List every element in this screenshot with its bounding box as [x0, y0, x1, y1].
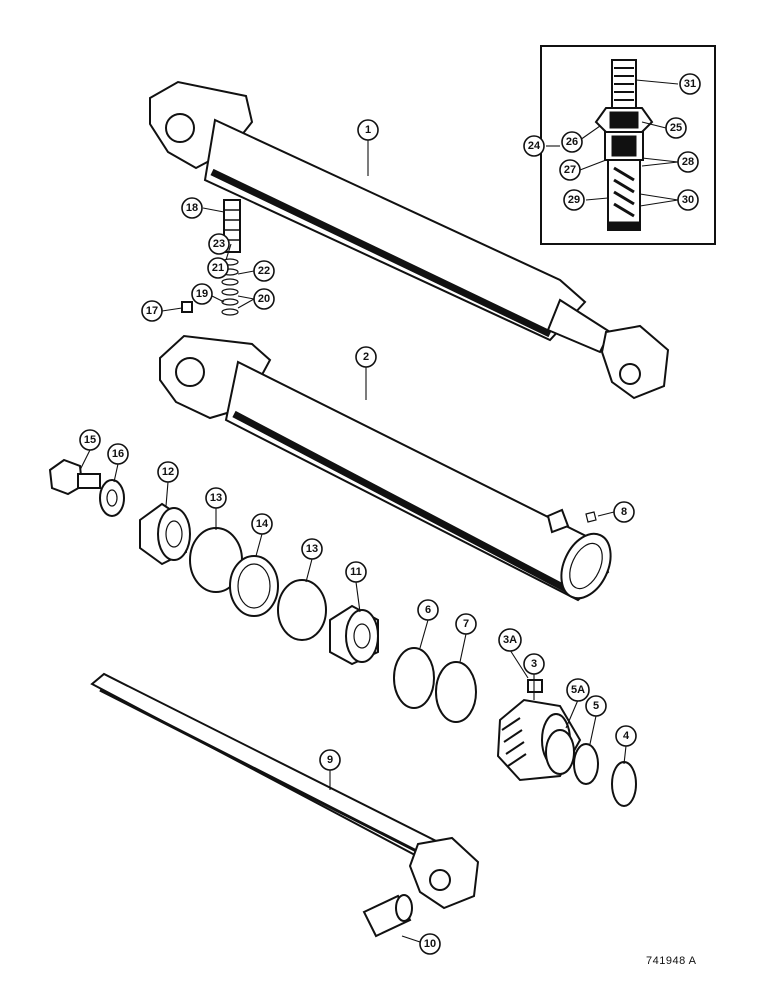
callout-31: 31 — [679, 73, 701, 95]
callout-label: 23 — [213, 238, 225, 250]
callout-22: 22 — [253, 260, 275, 282]
callout-label: 20 — [258, 293, 270, 305]
callout-label: 24 — [528, 140, 541, 152]
callout-20: 20 — [253, 288, 275, 310]
relief-valve-drawing — [594, 59, 654, 231]
callout-label: 5 — [593, 700, 599, 712]
callout-18: 18 — [181, 197, 203, 219]
callout-30: 30 — [677, 189, 699, 211]
cylinder-barrel-1 — [149, 80, 670, 400]
bushing — [362, 894, 413, 938]
callout-29: 29 — [563, 189, 585, 211]
callout-6: 6 — [417, 599, 439, 621]
callout-label: 4 — [623, 730, 630, 742]
callout-label: 8 — [621, 506, 627, 518]
callout-4: 4 — [615, 725, 637, 747]
callout-26: 26 — [561, 131, 583, 153]
callout-label: 18 — [186, 202, 198, 214]
piston-rod — [90, 672, 480, 910]
callout-label: 13 — [210, 492, 222, 504]
callout-28: 28 — [677, 151, 699, 173]
piston-and-seals — [139, 502, 379, 666]
callout-15: 15 — [79, 429, 101, 451]
callout-label: 15 — [84, 434, 96, 446]
callout-21: 21 — [207, 257, 229, 279]
callout-label: 10 — [424, 938, 436, 950]
callout-label: 26 — [566, 136, 578, 148]
bolt-and-washer — [48, 458, 125, 517]
callout-label: 28 — [682, 156, 694, 168]
callout-5: 5 — [585, 695, 607, 717]
callout-label: 19 — [196, 288, 208, 300]
leader-lines — [79, 79, 679, 943]
cylinder-barrel-2 — [159, 334, 612, 602]
callout-13-upper: 13 — [205, 487, 227, 509]
gland-assembly — [496, 679, 637, 807]
callout-9: 9 — [319, 749, 341, 771]
callout-label: 2 — [363, 351, 369, 363]
callout-12: 12 — [157, 461, 179, 483]
callout-5a: 5A — [566, 678, 590, 702]
figure-code: 741948 A — [646, 955, 697, 967]
callout-23: 23 — [208, 233, 230, 255]
callout-label: 22 — [258, 265, 270, 277]
callout-3a: 3A — [498, 628, 522, 652]
callout-2: 2 — [355, 346, 377, 368]
callout-8: 8 — [613, 501, 635, 523]
o-rings — [393, 647, 477, 723]
callout-label: 31 — [684, 78, 696, 90]
callout-13-lower: 13 — [301, 538, 323, 560]
grease-fitting — [585, 511, 597, 523]
callout-10: 10 — [419, 933, 441, 955]
callout-label: 12 — [162, 466, 174, 478]
callout-label: 3 — [531, 658, 537, 670]
callout-7: 7 — [455, 613, 477, 635]
callout-17: 17 — [141, 300, 163, 322]
callout-label: 17 — [146, 305, 158, 317]
callout-label: 13 — [306, 543, 318, 555]
callout-label: 16 — [112, 448, 124, 460]
callout-label: 1 — [365, 124, 371, 136]
callout-label: 7 — [463, 618, 469, 630]
callout-1: 1 — [357, 119, 379, 141]
callout-19: 19 — [191, 283, 213, 305]
callout-11: 11 — [345, 561, 367, 583]
callout-16: 16 — [107, 443, 129, 465]
callout-label: 5A — [571, 684, 585, 696]
callout-label: 6 — [425, 604, 431, 616]
callout-label: 30 — [682, 194, 694, 206]
callout-label: 29 — [568, 194, 580, 206]
callout-24: 24 — [523, 135, 545, 157]
callout-14: 14 — [251, 513, 273, 535]
callout-label: 25 — [670, 122, 682, 134]
callout-label: 14 — [256, 518, 269, 530]
callout-25: 25 — [665, 117, 687, 139]
callout-27: 27 — [559, 159, 581, 181]
callout-3: 3 — [523, 653, 545, 675]
callout-label: 27 — [564, 164, 576, 176]
callout-label: 3A — [503, 634, 517, 646]
callout-label: 21 — [212, 262, 224, 274]
callout-label: 9 — [327, 754, 333, 766]
callout-label: 11 — [350, 566, 362, 578]
